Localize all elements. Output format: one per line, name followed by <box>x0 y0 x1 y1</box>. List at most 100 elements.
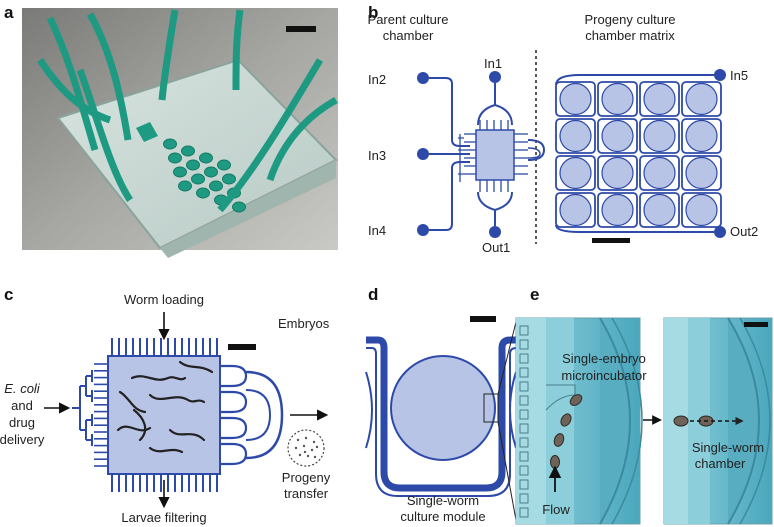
progeny-cell-frame <box>639 118 680 154</box>
well-photo <box>181 145 195 157</box>
embryo-dot <box>294 446 298 450</box>
progeny-chamber <box>685 82 718 116</box>
zoom-box <box>483 393 499 423</box>
worm-loading-label: Worm loading <box>124 292 204 307</box>
label-in1: In1 <box>484 56 502 71</box>
port-out1 <box>489 226 501 238</box>
progeny-cell-frame <box>555 192 596 228</box>
embryo <box>550 455 560 469</box>
port-in5 <box>714 69 726 81</box>
filter-notch <box>519 367 529 378</box>
progeny-chamber <box>643 193 676 227</box>
progeny-cell-frame <box>639 192 680 228</box>
embryo-dot <box>310 448 314 452</box>
progeny-chamber <box>685 119 718 153</box>
embryo-dot <box>303 450 307 454</box>
well-photo <box>217 159 231 171</box>
well-photo <box>204 166 218 178</box>
port-in1 <box>489 71 501 83</box>
progeny-cell-frame <box>681 192 722 228</box>
tube-6 <box>266 96 338 182</box>
progeny-chamber <box>559 193 592 227</box>
filter-notch <box>519 479 529 490</box>
filter-notch <box>519 339 529 350</box>
scale-bar-b <box>592 238 630 243</box>
flow-label: Flow <box>542 502 570 517</box>
culture-chamber-c <box>72 338 284 492</box>
filter-notch <box>519 409 529 420</box>
transfer-label: transfer <box>284 486 329 501</box>
zoom-line-top <box>497 321 517 395</box>
port-out2 <box>714 226 726 238</box>
progeny-cell-frame <box>555 81 596 117</box>
progeny-chamber <box>601 82 634 116</box>
filter-notch <box>519 395 529 406</box>
embryo-moved-1 <box>673 415 689 427</box>
module-label-2: culture module <box>400 509 485 524</box>
label-out2: Out2 <box>730 224 758 239</box>
parent-tree <box>458 134 464 182</box>
progeny-embryo-dots <box>294 436 319 459</box>
progeny-cell-frame <box>639 155 680 191</box>
panel-b: b Parent culture chamber Progeny culture… <box>368 3 759 255</box>
filter-notch <box>519 325 529 336</box>
progeny-cell-frame <box>597 155 638 191</box>
embryo <box>569 394 583 406</box>
chamber-label-2: chamber <box>695 456 746 471</box>
progeny-cell-frame <box>555 155 596 191</box>
panel-d: d Single-worm culture module <box>365 285 517 524</box>
progeny-chamber-matrix <box>555 81 722 228</box>
filter-notch <box>519 507 529 518</box>
progeny-chamber <box>685 193 718 227</box>
progeny-chamber <box>685 156 718 190</box>
u-channel <box>366 336 516 492</box>
well-photo <box>196 187 210 199</box>
progeny-cell-frame <box>597 81 638 117</box>
embryo <box>553 433 565 447</box>
chip-edge <box>160 160 336 258</box>
port-in2 <box>417 72 429 84</box>
well-photo <box>222 173 236 185</box>
label-in5: In5 <box>730 68 748 83</box>
panel-a: a <box>4 3 338 258</box>
panel-label-e: e <box>530 285 539 304</box>
micro-label-2: microincubator <box>561 368 647 383</box>
panel-e: e Flow Single-embryo microincubator <box>515 285 773 525</box>
embryo-loop <box>220 442 248 466</box>
progeny-cell-frame <box>597 118 638 154</box>
filter-notch <box>519 437 529 448</box>
filter-notch <box>519 465 529 476</box>
chamber-label-1: Single-worm <box>692 440 764 455</box>
scale-bar-c <box>228 344 256 350</box>
worms <box>116 360 214 454</box>
tube-2 <box>86 12 132 141</box>
single-worm-chamber-d <box>390 355 496 461</box>
progeny-matrix-title-1: Progeny culture <box>584 12 675 27</box>
parent-chamber-schematic <box>458 104 546 211</box>
tube-4 <box>158 9 179 101</box>
progeny-chamber <box>601 156 634 190</box>
progeny-chamber <box>559 119 592 153</box>
larvae-filtering-label: Larvae filtering <box>121 510 206 525</box>
panel-label-c: c <box>4 285 13 304</box>
ecoli-label: E. coli <box>4 381 41 396</box>
scale-bar-e <box>744 322 768 327</box>
progeny-label: Progeny <box>282 470 331 485</box>
label-in2: In2 <box>368 72 386 87</box>
progeny-wells-photo <box>163 138 246 213</box>
scale-bar-d <box>470 316 496 322</box>
panel-c: c Worm loading Embryos E. coli and drug … <box>0 285 331 525</box>
parent-chamber-title-2: chamber <box>383 28 434 43</box>
well-photo <box>173 166 187 178</box>
progeny-cell-frame <box>681 155 722 191</box>
parent-chamber-photo <box>136 122 158 142</box>
tube-7 <box>217 58 324 213</box>
embryo-loop <box>220 390 248 414</box>
filter-notch <box>519 423 529 434</box>
panel-label-d: d <box>368 285 378 304</box>
progeny-cell-frame <box>681 81 722 117</box>
outer-loop <box>245 370 284 460</box>
u-channel-outer <box>366 347 517 497</box>
delivery-tree <box>72 370 93 446</box>
panel-label-b: b <box>368 3 378 22</box>
